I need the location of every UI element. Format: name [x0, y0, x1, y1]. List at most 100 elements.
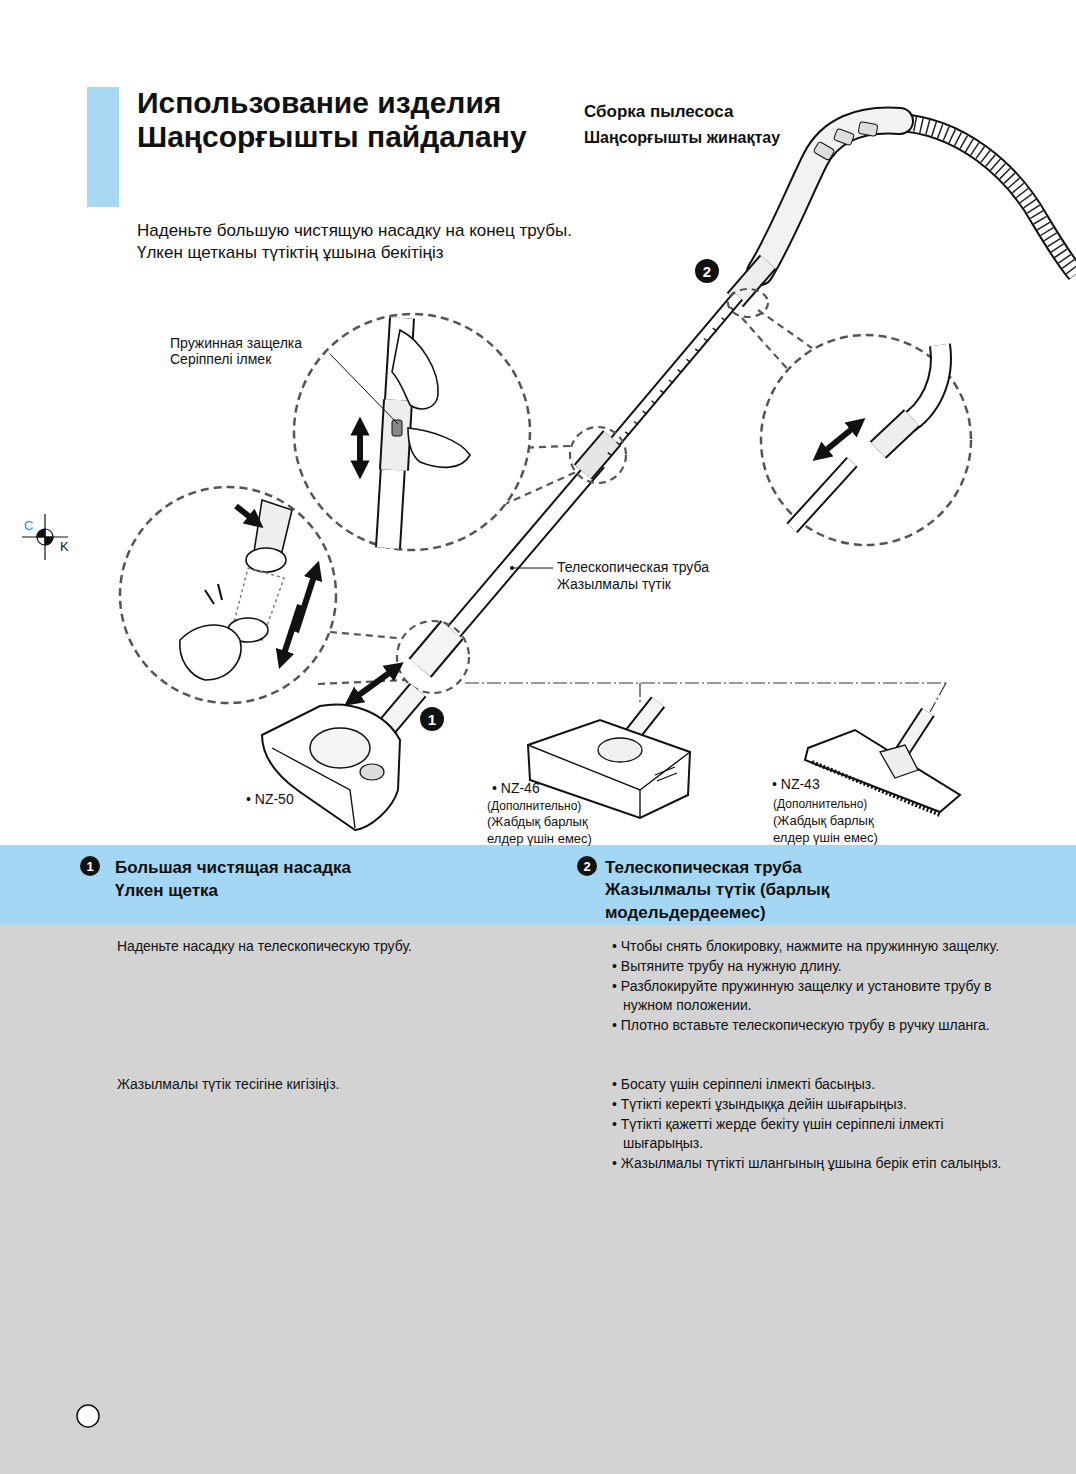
heading-band: Большая чистящая насадкаҮлкен щеткаТелес… — [0, 845, 1076, 925]
illustration-part — [792, 462, 852, 528]
instruction-bullet: • Түтікті керекті ұзындыққа дейін шығары… — [612, 1095, 1008, 1114]
illustration-part — [657, 773, 677, 781]
tube-collar — [583, 438, 612, 472]
instruction-bullet: • Плотно вставьте телескопическую трубу … — [612, 1016, 1008, 1035]
instruction-panel: Наденьте насадку на телескопическую труб… — [0, 925, 1076, 1474]
illustration-part — [282, 605, 300, 660]
scale-tick — [625, 432, 629, 435]
illustration-part — [360, 764, 384, 780]
scale-tick — [730, 307, 734, 310]
instruction-bullet: • Түтікті қажетті жерде бекіту үшін сері… — [612, 1115, 1008, 1153]
intro-text: Үлкен щетканы түтіктің ұшына бекітіңіз — [137, 242, 443, 264]
part-label: Серіппелі ілмек — [170, 350, 271, 368]
leader-dashdot — [465, 683, 946, 712]
illustration-part — [246, 548, 286, 572]
handle-button — [858, 122, 878, 137]
illustration-part — [37, 529, 53, 545]
tube-collar — [583, 438, 612, 472]
hose — [895, 122, 1076, 274]
registration-mark — [22, 514, 68, 560]
illustration-part — [408, 428, 470, 467]
illustration-part — [296, 570, 316, 632]
hose-handle — [760, 121, 900, 272]
tube-coupling — [420, 630, 452, 668]
text-panel-ground — [0, 925, 1076, 1474]
illustration-part — [878, 418, 912, 450]
scale-tick — [722, 318, 726, 321]
illustration-part — [598, 738, 642, 762]
illustration-part — [294, 314, 530, 550]
section-heading: Телескопическая труба — [605, 856, 1025, 879]
handle-button — [813, 141, 835, 160]
callout-number: 1 — [420, 707, 444, 731]
scale-tick — [652, 401, 656, 404]
illustration-part — [905, 345, 941, 425]
hose — [895, 122, 1076, 274]
illustration-part — [632, 702, 658, 735]
model-note: (Жабдық барлық елдер үшін емес) — [773, 812, 905, 846]
illustration-part — [570, 427, 626, 483]
illustration-part — [236, 506, 256, 522]
subtitle: Сборка пылесоса — [584, 101, 733, 123]
illustration-part — [218, 584, 222, 600]
page-title: Использование изделия Шаңсорғышты пайдал… — [137, 86, 607, 154]
model-label: • NZ-43 — [772, 775, 820, 793]
illustration-part — [45, 537, 53, 545]
illustration-part — [905, 345, 941, 425]
instruction-bullet: • Босату үшін серіппелі ілмекті басыңыз. — [612, 1075, 1008, 1094]
scale-tick — [608, 453, 612, 456]
subtitle: Шаңсорғышты жинақтау — [584, 127, 780, 148]
zoom-latch — [294, 314, 530, 550]
instruction-text: Жазылмалы түтік тесігіне кигізіңіз. — [117, 1075, 557, 1094]
illustration-part — [205, 590, 214, 604]
illustration-part — [397, 621, 469, 693]
model-note: (Дополнительно) — [487, 798, 581, 814]
leader-dot — [510, 566, 514, 570]
section-heading: Үлкен щетка — [115, 879, 535, 902]
illustration-part — [632, 702, 658, 735]
scale-tick — [695, 349, 699, 352]
tube-upper — [598, 296, 738, 462]
registration-letter: K — [60, 538, 69, 555]
scale-tick — [687, 359, 691, 362]
illustration-part — [310, 728, 370, 768]
handle-button — [833, 128, 854, 145]
instruction-bullet: • Вытяните трубу на нужную длину. — [612, 957, 1008, 976]
instruction-bullet: • Жазылмалы түтікті шлангының ұшына бері… — [612, 1154, 1008, 1173]
illustration-part — [330, 632, 397, 638]
intro-text: Наденьте большую чистящую насадку на кон… — [137, 220, 572, 242]
illustration-part — [820, 424, 858, 455]
leader-line — [330, 354, 398, 424]
scale-tick — [634, 422, 638, 425]
illustration-part — [352, 668, 396, 700]
illustration-part — [120, 487, 336, 703]
model-label: • NZ-46 — [492, 779, 540, 797]
callout-number: 2 — [695, 259, 719, 283]
model-note: (Дополнительно) — [773, 796, 867, 812]
illustration-part — [930, 683, 946, 712]
instruction-bullet: • Разблокируйте пружинную защелку и уста… — [612, 977, 1008, 1015]
zoom-markers — [318, 289, 812, 693]
callout-number: 1 — [80, 856, 100, 876]
hose-ribs — [895, 122, 1076, 274]
part-label: Пружинная защелка — [170, 334, 302, 352]
zoom-joint — [761, 335, 971, 545]
part-label: Жазылмалы түтік — [557, 575, 671, 593]
registration-letter: C — [24, 517, 33, 534]
illustration-part — [742, 318, 790, 372]
hose-handle — [760, 121, 900, 272]
model-label: • NZ-50 — [246, 790, 294, 808]
callout-number: 2 — [577, 856, 597, 876]
leader-line — [512, 568, 553, 569]
scale-tick — [643, 411, 647, 414]
scale-tick — [617, 442, 621, 445]
scale-tick — [660, 390, 664, 393]
illustration-part — [880, 745, 918, 778]
tube-scale — [608, 307, 735, 455]
page-number-circle — [77, 1405, 99, 1427]
side-bar — [87, 87, 119, 207]
illustration-part — [639, 683, 640, 703]
illustration-part — [655, 767, 675, 775]
illustration-part — [262, 704, 400, 830]
